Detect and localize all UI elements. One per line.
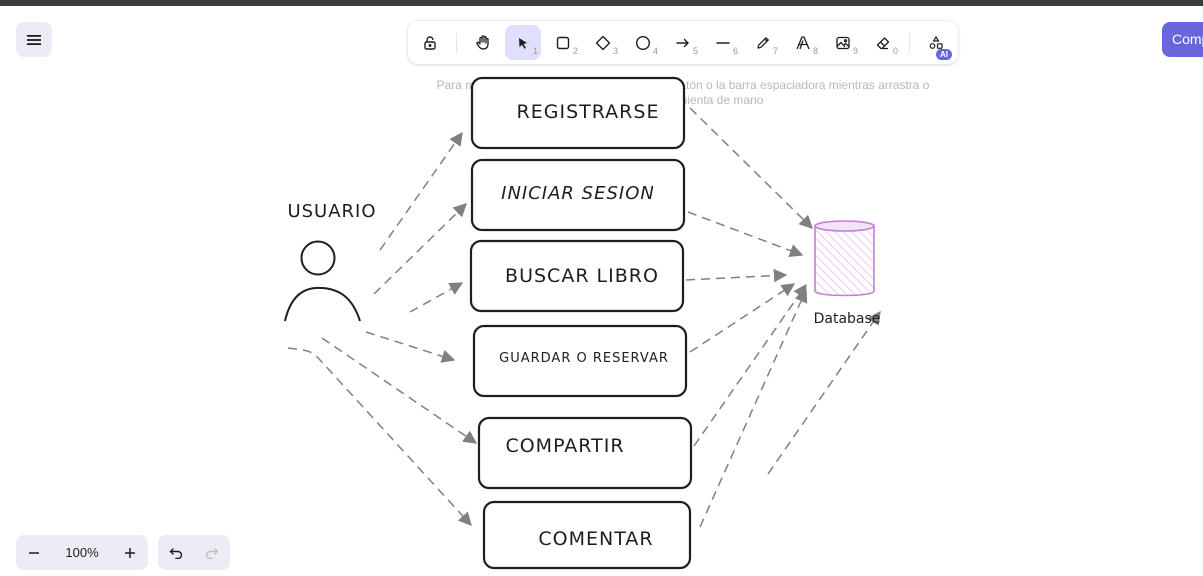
use-case-label: BUSCAR LIBRO	[505, 265, 659, 287]
history-controls	[158, 535, 230, 570]
arrow-actor-comentar[interactable]	[287, 347, 472, 526]
use-case-label: GUARDAR O RESERVAR	[499, 351, 669, 366]
tool-key-6: 6	[732, 46, 738, 56]
actor-figure[interactable]	[284, 240, 361, 322]
database-shape[interactable]	[814, 220, 875, 297]
rectangle-tool[interactable]: 2	[545, 25, 581, 60]
unlock-icon	[424, 35, 436, 50]
line-icon	[716, 41, 730, 44]
circle-icon	[635, 35, 651, 50]
use-case-box	[469, 239, 685, 313]
main-menu-button[interactable]	[16, 22, 52, 57]
arrow-actor-iniciar-sesion[interactable]	[373, 203, 467, 295]
pencil-icon	[757, 36, 769, 49]
use-case-box	[470, 158, 686, 232]
tool-key-9: 9	[852, 46, 858, 56]
arrow-compartir-db[interactable]	[693, 283, 807, 447]
tool-key-3: 3	[612, 46, 618, 56]
eraser-icon	[876, 36, 890, 49]
image-tool[interactable]: 9	[825, 25, 861, 60]
use-case-box	[477, 416, 693, 490]
minus-icon	[29, 551, 39, 554]
use-case-label: INICIAR SESION	[501, 183, 655, 204]
text-tool[interactable]: 8	[785, 25, 821, 60]
use-case-guardar-o-reservar[interactable]: GUARDAR O RESERVAR	[472, 324, 688, 398]
arrow-right-icon	[676, 38, 689, 47]
arrow-actor-registrarse[interactable]	[379, 131, 463, 251]
use-case-buscar-libro[interactable]: BUSCAR LIBRO	[469, 239, 685, 313]
use-case-box	[470, 76, 686, 150]
use-case-compartir[interactable]: COMPARTIR	[477, 416, 693, 490]
zoom-controls: 100%	[16, 535, 148, 570]
undo-icon	[169, 547, 183, 559]
redo-button[interactable]	[194, 535, 230, 570]
ai-badge: AI	[936, 49, 952, 60]
use-case-box	[472, 324, 688, 398]
use-case-label: REGISTRARSE	[517, 101, 660, 123]
window-top-bar	[0, 0, 1203, 6]
arrow-buscar-libro-db[interactable]	[685, 268, 788, 283]
tool-key-8: 8	[812, 46, 818, 56]
arrow-guardar-db[interactable]	[689, 283, 796, 353]
use-case-registrarse[interactable]: REGISTRARSE	[470, 76, 686, 150]
zoom-level[interactable]: 100%	[65, 545, 99, 560]
database-body	[814, 226, 875, 297]
shapes-icon	[929, 35, 943, 49]
rectangle-icon	[556, 36, 570, 49]
tool-key-5: 5	[692, 46, 698, 56]
use-case-iniciar-sesion[interactable]: INICIAR SESION	[470, 158, 686, 232]
shape-toolbar: 1 2 3 4 5 6 7 8 9 0	[408, 21, 958, 64]
tool-key-1: 1	[532, 46, 538, 56]
tool-key-0: 0	[892, 46, 898, 56]
ellipse-tool[interactable]: 4	[625, 25, 661, 60]
redo-icon	[205, 547, 219, 559]
use-case-label: COMPARTIR	[505, 435, 624, 457]
draw-tool[interactable]: 7	[745, 25, 781, 60]
selection-tool[interactable]: 1	[505, 25, 541, 60]
actor-body	[284, 286, 361, 322]
text-icon	[796, 35, 810, 49]
hamburger-icon	[27, 34, 41, 45]
database-label: Database	[814, 311, 881, 327]
eraser-tool[interactable]: 0	[865, 25, 901, 60]
arrow-actor-guardar[interactable]	[365, 331, 456, 363]
plus-icon	[125, 547, 135, 558]
actor-label: USUARIO	[287, 201, 376, 222]
use-case-comentar[interactable]: COMENTAR	[482, 500, 692, 570]
arrow-iniciar-sesion-db[interactable]	[687, 211, 804, 258]
tool-key-2: 2	[572, 46, 578, 56]
diamond-icon	[595, 35, 611, 50]
zoom-in-button[interactable]	[112, 535, 148, 570]
database-top	[814, 220, 875, 232]
diamond-tool[interactable]: 3	[585, 25, 621, 60]
share-button[interactable]: Compartir	[1162, 22, 1203, 57]
arrow-registrarse-db[interactable]	[689, 107, 813, 229]
pointer-icon	[519, 37, 527, 49]
lock-tool[interactable]	[412, 25, 448, 60]
arrow-actor-compartir[interactable]	[321, 337, 478, 444]
tool-key-7: 7	[772, 46, 778, 56]
tool-key-4: 4	[652, 46, 658, 56]
arrow-extra-db[interactable]	[767, 310, 881, 475]
actor-head	[300, 240, 336, 276]
arrow-actor-buscar-libro[interactable]	[409, 282, 464, 313]
arrow-tool[interactable]: 5	[665, 25, 701, 60]
line-tool[interactable]: 6	[705, 25, 741, 60]
more-tools-button[interactable]	[918, 25, 954, 60]
zoom-out-button[interactable]	[16, 535, 52, 570]
use-case-box	[482, 500, 692, 570]
hand-tool[interactable]	[465, 25, 501, 60]
undo-button[interactable]	[158, 535, 194, 570]
arrow-comentar-db[interactable]	[699, 288, 808, 528]
use-case-label: COMENTAR	[538, 528, 653, 550]
image-icon	[836, 36, 850, 49]
hand-icon	[475, 35, 489, 50]
